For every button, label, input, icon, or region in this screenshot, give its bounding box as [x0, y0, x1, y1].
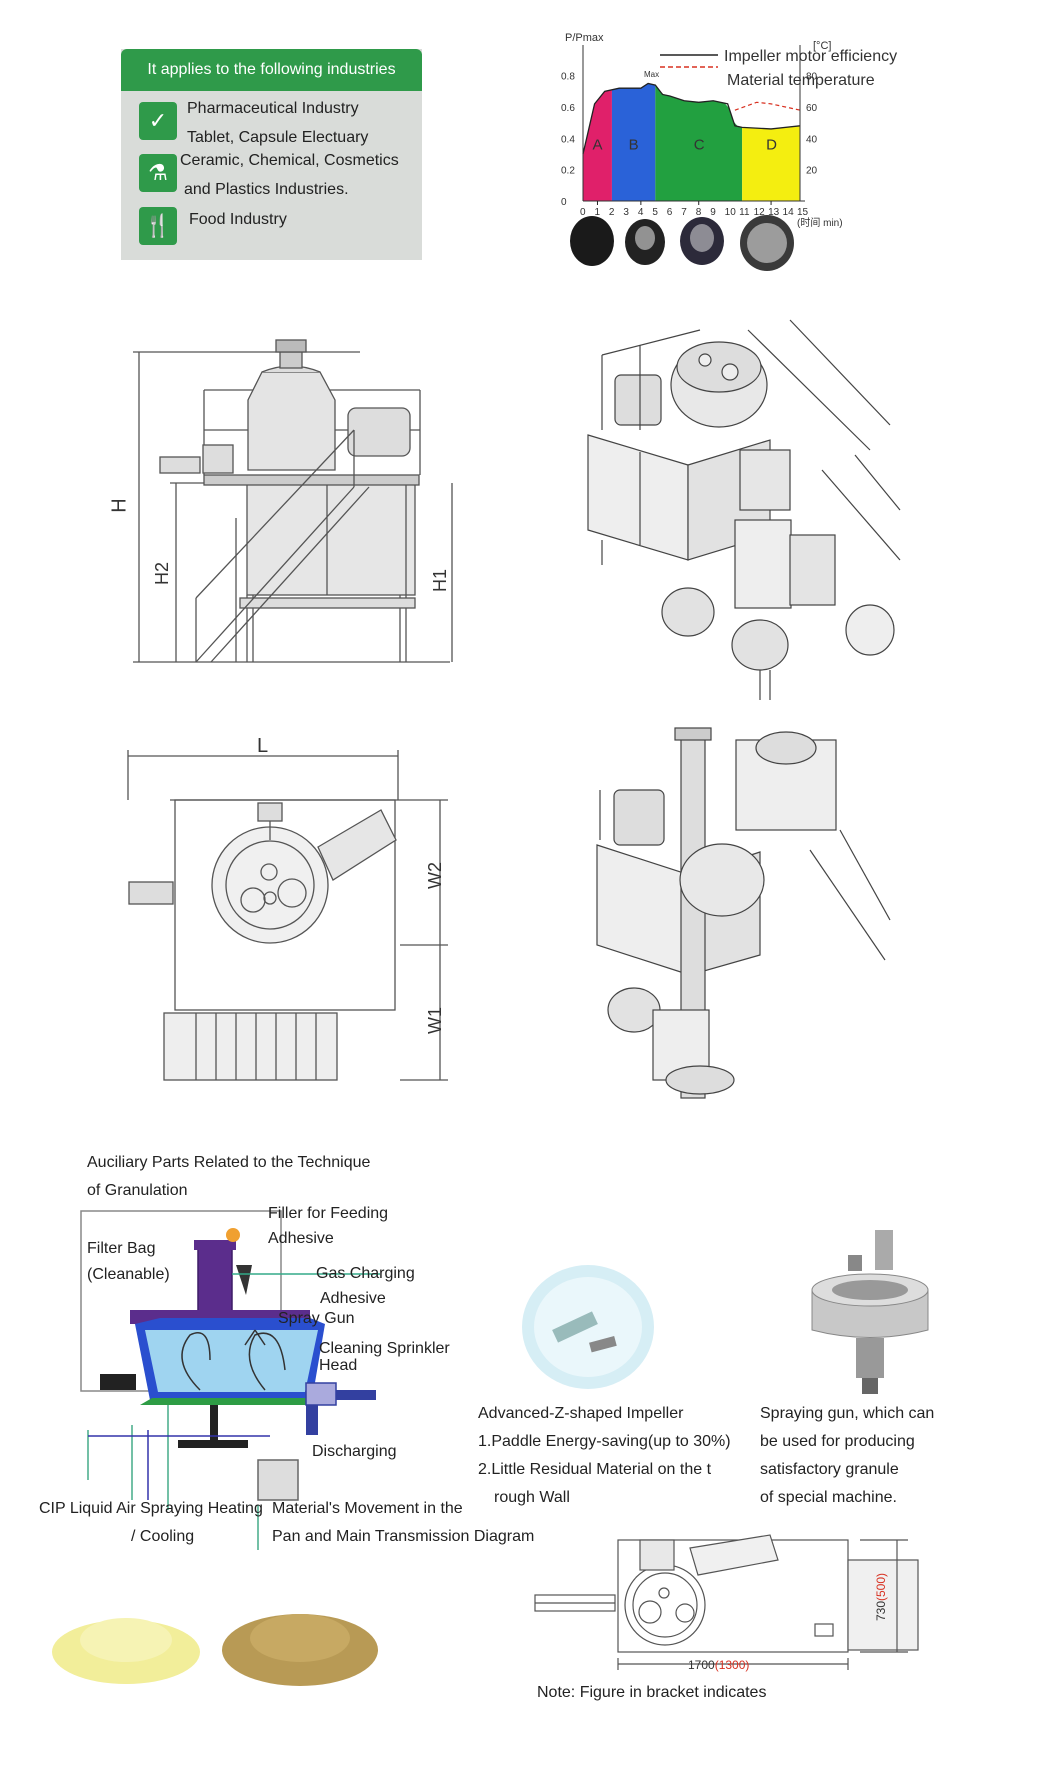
y-left-tick: 0.4: [561, 134, 575, 145]
footprint-height: 730(500): [874, 1572, 889, 1622]
footprint-length-bracket: (1300): [714, 1658, 750, 1672]
label-gas-adhesive: Adhesive: [320, 1290, 386, 1307]
y-right-tick: 60: [806, 103, 818, 114]
side-elevation-drawing: [133, 339, 453, 663]
plan-view-drawing: [127, 750, 448, 1081]
x-tick: 0: [580, 207, 586, 218]
impeller-line1: Advanced-Z-shaped Impeller: [478, 1405, 684, 1422]
y-right-tick: 20: [806, 166, 818, 177]
x-tick: 7: [681, 207, 687, 218]
granule-sample-1: [570, 216, 614, 266]
isometric-view-2: [596, 727, 891, 1099]
spraygun-line3: satisfactory granule: [760, 1461, 899, 1478]
spraygun-line1: Spraying gun, which can: [760, 1405, 935, 1422]
impeller-line2: 1.Paddle Energy-saving(up to 30%): [478, 1433, 731, 1450]
x-tick: 12: [754, 207, 766, 218]
x-tick: 3: [623, 207, 629, 218]
label-cip: CIP Liquid Air Spraying Heating: [39, 1500, 263, 1517]
label-cleaning-head: Head: [319, 1357, 358, 1374]
y-left-tick: 0.8: [561, 72, 575, 83]
label-transmission: Pan and Main Transmission Diagram: [272, 1528, 535, 1545]
industry-item-pharma-detail: Tablet, Capsule Electuary: [187, 129, 369, 146]
phase-label-c: C: [694, 136, 705, 153]
phase-area-d: [742, 125, 800, 201]
x-tick: 11: [739, 207, 750, 218]
phase-area-a: [583, 89, 612, 201]
label-spray-gun: Spray Gun: [278, 1310, 355, 1327]
label-movement: Material's Movement in the: [272, 1500, 463, 1517]
spray-gun-photo: [811, 1230, 929, 1394]
label-gas-charging: Gas Charging: [316, 1265, 415, 1282]
label-cleaning-sprinkler: Cleaning Sprinkler: [319, 1340, 450, 1357]
industry-item-ceramic: Ceramic, Chemical, Cosmetics: [180, 152, 399, 169]
granule-samples: [570, 215, 794, 271]
power-curve-line: [582, 82, 801, 155]
phase-label-b: B: [629, 136, 639, 153]
y-left-tick: 0.2: [561, 166, 575, 177]
impeller-line4: rough Wall: [494, 1489, 570, 1506]
x-tick: 6: [667, 207, 673, 218]
y-left-tick: 0.6: [561, 103, 575, 114]
chart-y-right-label: [°C]: [813, 40, 832, 52]
industry-item-food: Food Industry: [189, 211, 287, 228]
y-right-tick: 80: [806, 72, 818, 83]
x-tick: 4: [638, 207, 644, 218]
chart-x-label: (时间 min): [797, 218, 843, 229]
impeller-photo: [522, 1265, 654, 1389]
legend-temperature: Material temperature: [727, 72, 875, 89]
granulator-schematic: [80, 1210, 380, 1550]
flask-icon: ⚗: [139, 154, 177, 192]
x-tick: 5: [652, 207, 658, 218]
isometric-view-1: [587, 319, 901, 700]
industry-item-pharma: Pharmaceutical Industry: [187, 100, 359, 117]
x-tick: 8: [696, 207, 702, 218]
y-right-tick: 40: [806, 134, 818, 145]
y-left-tick: 0: [561, 197, 567, 208]
x-tick: 14: [783, 207, 795, 218]
industries-header: It applies to the following industries: [121, 49, 422, 91]
x-tick: 9: [710, 207, 716, 218]
label-cooling: / Cooling: [131, 1528, 195, 1545]
chart-y-left-label: P/Pmax: [565, 32, 604, 44]
legend-impeller: Impeller motor efficiency: [724, 48, 898, 65]
label-filter-bag: Filter Bag: [87, 1240, 156, 1257]
label-discharging: Discharging: [312, 1443, 397, 1460]
chart-max-label: Max: [644, 70, 660, 79]
label-filler: Filler for Feeding: [268, 1205, 389, 1222]
x-tick: 13: [768, 207, 780, 218]
footprint-height-bracket: (500): [874, 1572, 889, 1601]
label-filler-adhesive: Adhesive: [268, 1230, 334, 1247]
phase-area-b: [611, 83, 656, 201]
spraygun-line2: be used for producing: [760, 1433, 915, 1450]
aux-title-line2: of Granulation: [87, 1182, 188, 1199]
phase-label-d: D: [766, 136, 777, 153]
fork-knife-icon: 🍴: [139, 207, 177, 245]
x-tick: 1: [594, 207, 600, 218]
industry-item-ceramic-detail: and Plastics Industries.: [184, 181, 349, 198]
x-tick: 10: [725, 207, 737, 218]
aux-title-line1: Auciliary Parts Related to the Technique: [87, 1154, 371, 1171]
x-tick: 2: [609, 207, 615, 218]
footprint-note: Note: Figure in bracket indicates: [537, 1684, 767, 1701]
x-tick: 15: [797, 207, 809, 218]
phase-label-a: A: [592, 136, 602, 153]
mortar-pestle-icon: ✓: [139, 102, 177, 140]
impeller-line3: 2.Little Residual Material on the t: [478, 1461, 712, 1478]
phase-area-c: [655, 85, 743, 201]
footprint-length: 1700(1300): [688, 1658, 750, 1672]
spraygun-line4: of special machine.: [760, 1489, 897, 1506]
label-filter-bag-cleanable: (Cleanable): [87, 1266, 170, 1283]
temperature-curve-line: [734, 101, 801, 111]
dim-L: L: [257, 735, 269, 757]
